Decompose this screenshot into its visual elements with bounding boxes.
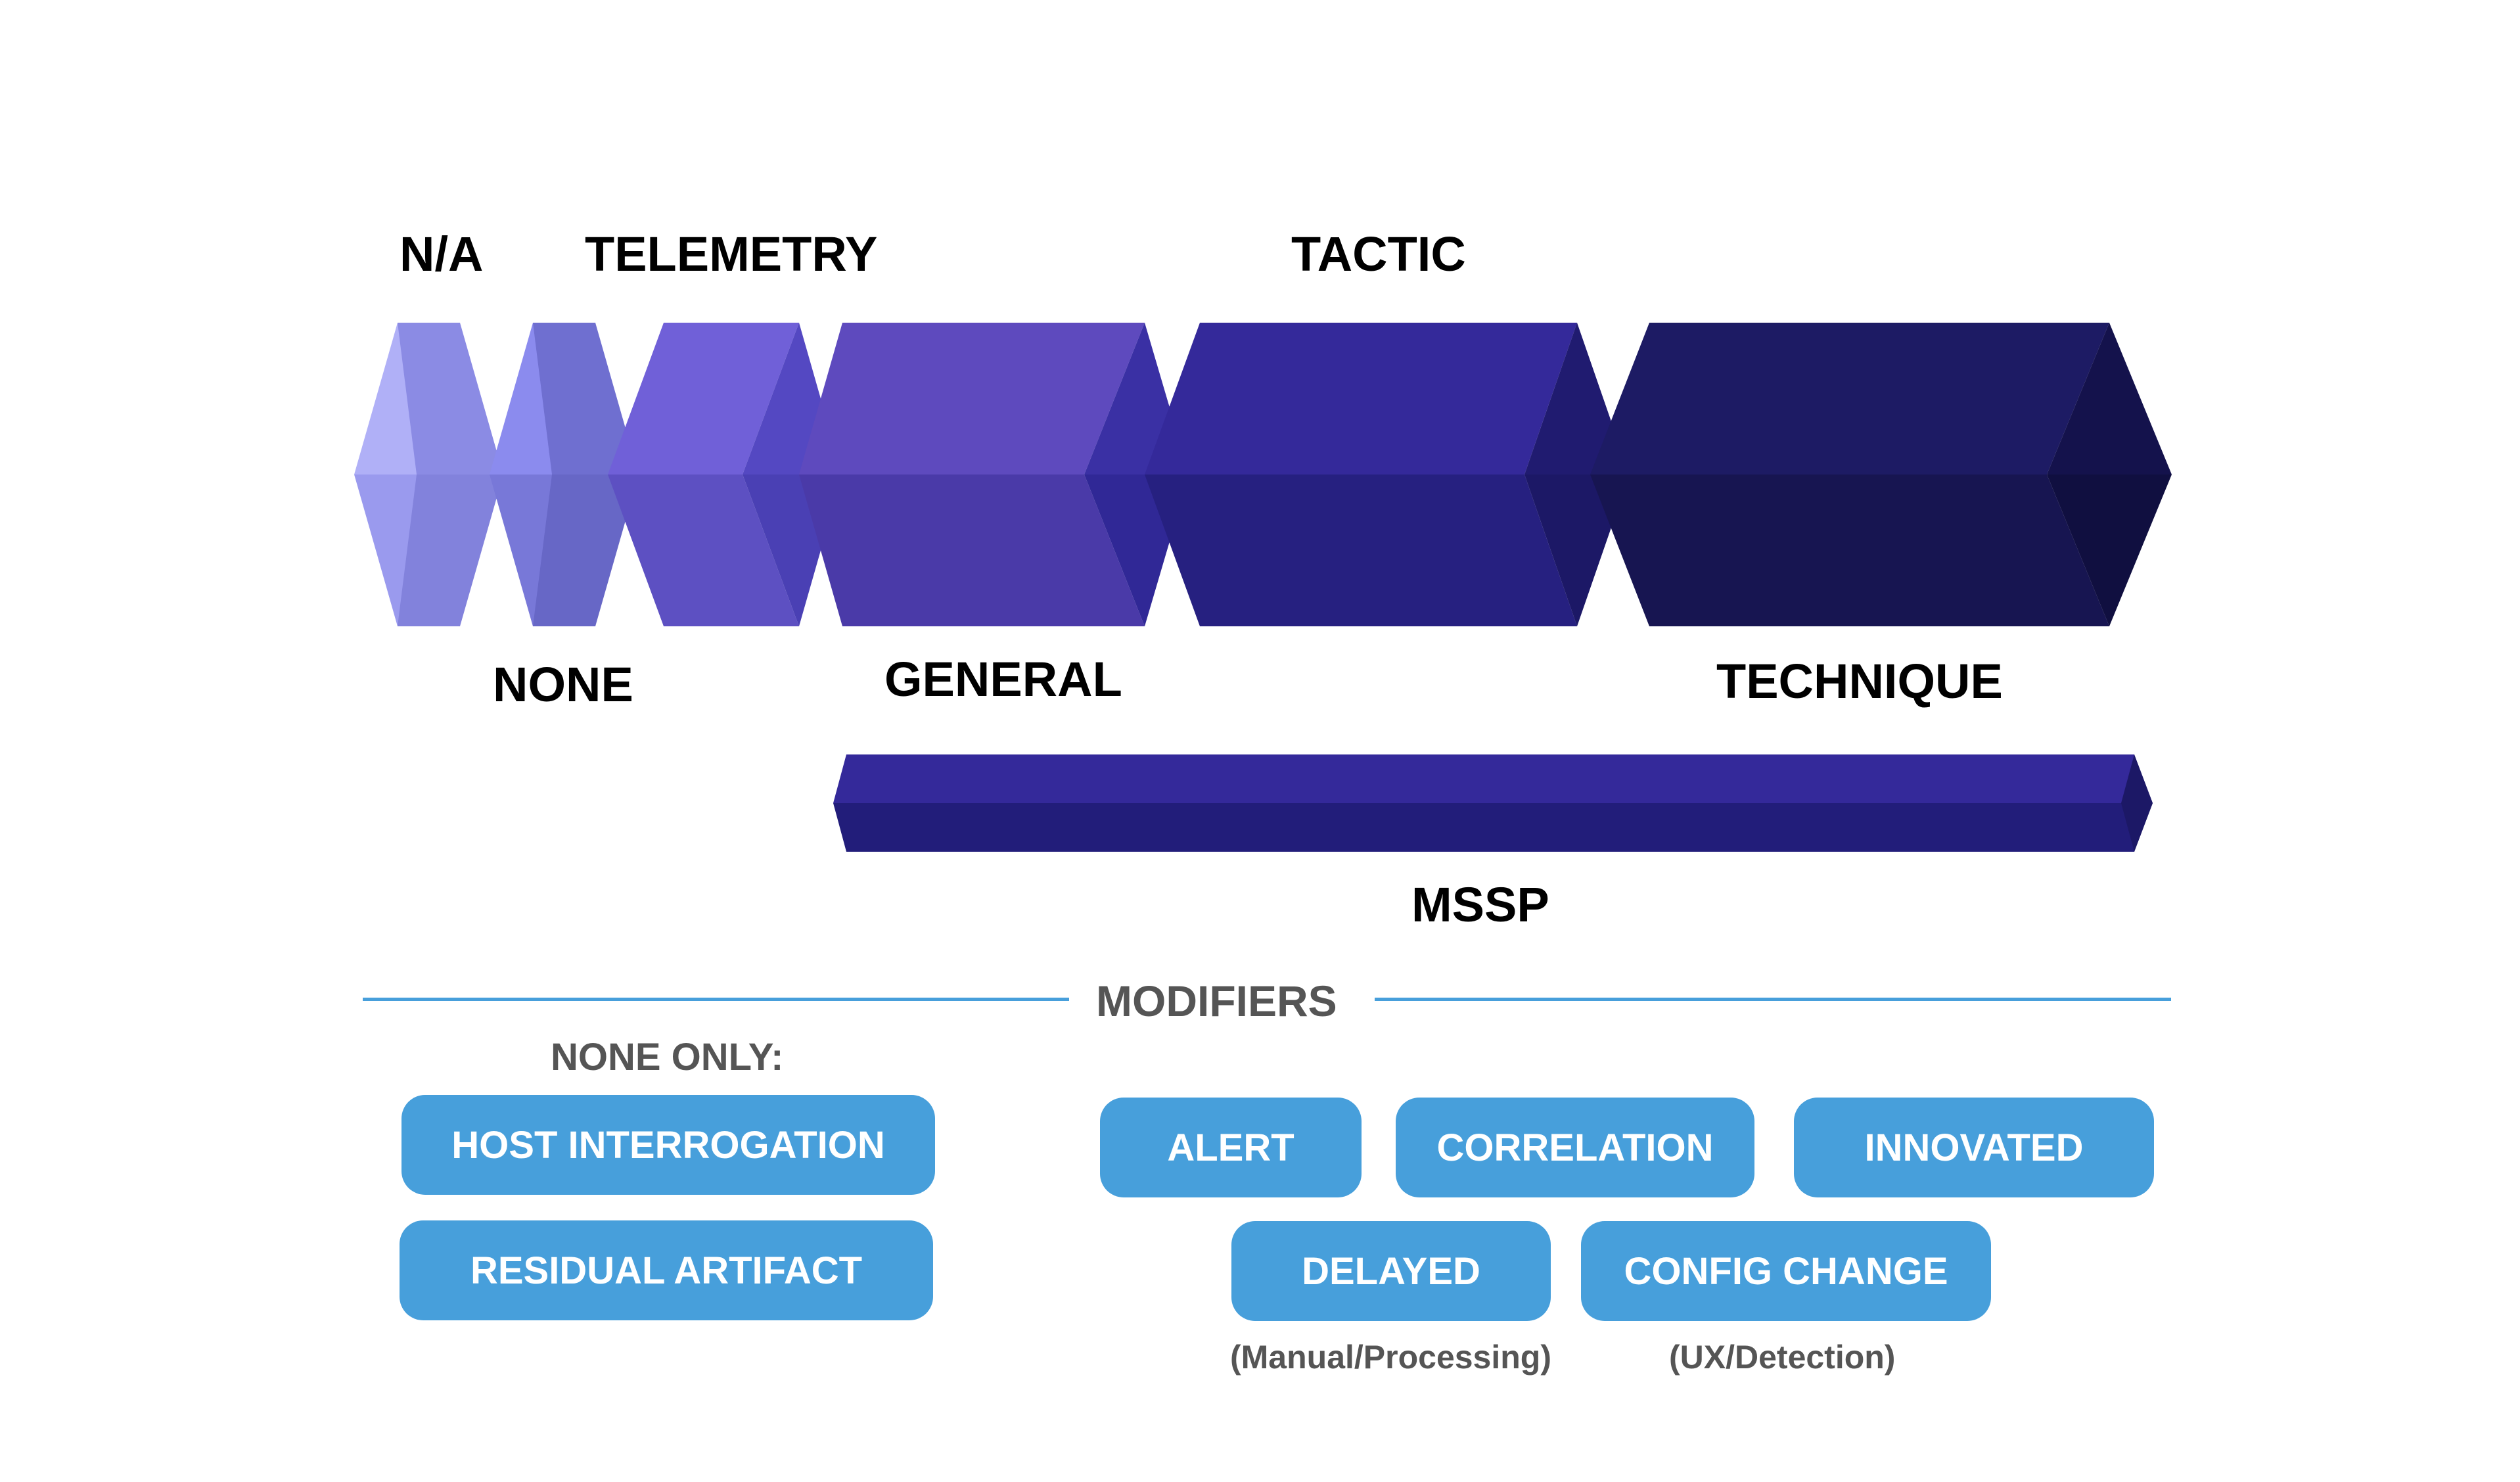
modifier-config-change[interactable]: CONFIG CHANGE: [1581, 1221, 1991, 1321]
modifier-alert[interactable]: ALERT: [1100, 1098, 1362, 1197]
modifier-host-interrogation[interactable]: HOST INTERROGATION: [401, 1095, 935, 1195]
label-technique: TECHNIQUE: [1716, 654, 2003, 708]
none-only-label: NONE ONLY:: [551, 1036, 784, 1078]
mssp-bar: [833, 754, 2153, 852]
modifier-correlation[interactable]: CORRELATION: [1396, 1098, 1754, 1197]
prism-tactic: [1145, 323, 1630, 626]
label-telemetry: TELEMETRY: [585, 227, 878, 281]
modifier-delayed-note: (Manual/Processing): [1230, 1339, 1551, 1376]
modifiers-rule-right: [1375, 998, 2171, 1001]
prism-technique: [1590, 323, 2172, 626]
prism-na: [354, 323, 503, 626]
modifier-delayed[interactable]: DELAYED: [1231, 1221, 1551, 1321]
label-na: N/A: [400, 227, 484, 281]
label-none: NONE: [493, 657, 633, 712]
modifier-config-change-note: (UX/Detection): [1669, 1339, 1896, 1376]
label-tactic: TACTIC: [1291, 227, 1466, 281]
prism-none: [490, 323, 639, 626]
label-mssp: MSSP: [1411, 877, 1549, 932]
modifier-innovated[interactable]: INNOVATED: [1794, 1098, 2154, 1197]
label-general: GENERAL: [884, 652, 1122, 706]
modifiers-heading: MODIFIERS: [1096, 977, 1337, 1025]
prism-general: [799, 323, 1189, 626]
modifiers-rule-left: [363, 998, 1069, 1001]
modifier-residual-artifact[interactable]: RESIDUAL ARTIFACT: [400, 1220, 933, 1320]
